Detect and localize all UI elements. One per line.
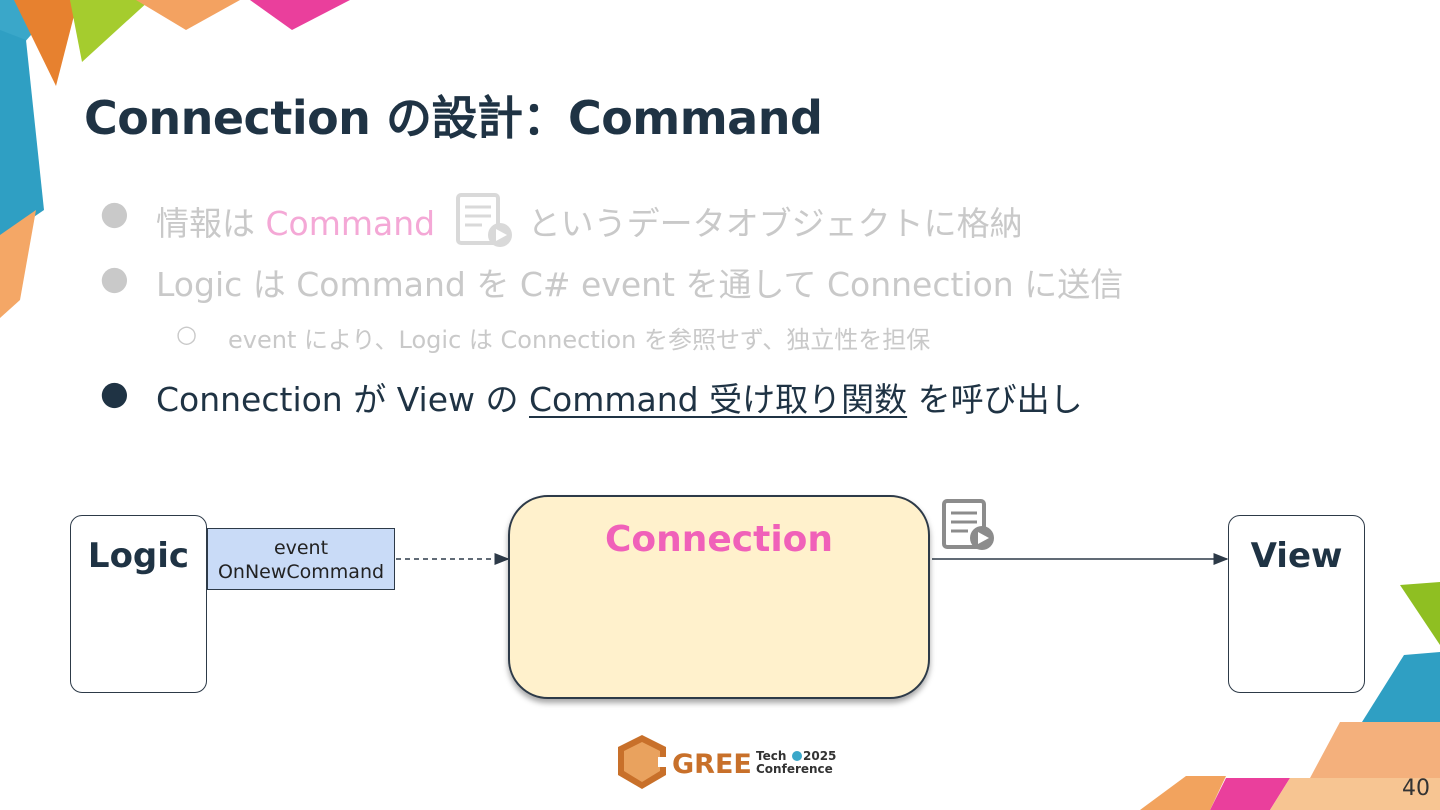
page-number: 40: [1402, 776, 1430, 801]
command-document-icon: [455, 193, 512, 247]
command-document-icon: [942, 499, 994, 550]
connection-label: Connection: [604, 519, 834, 560]
bullet-text-part: 情報は: [156, 204, 266, 243]
command-highlight: Command: [265, 204, 436, 243]
command-receiver-link[interactable]: Command 受け取り関数: [529, 380, 908, 419]
sub-bullet-text: event により、Logic は Connection を参照せず、独立性を担…: [228, 326, 931, 354]
event-keyword: event: [273, 537, 329, 559]
bullet-marker: ●: [100, 373, 129, 412]
logic-box: Logic: [70, 515, 207, 693]
slide-title: Connection の設計：Command: [84, 91, 823, 145]
svg-text:Conference: Conference: [756, 762, 833, 776]
bullet-text: 情報は Command というデータオブジェクトに格納: [156, 193, 1023, 249]
bullet-marker: ●: [100, 258, 129, 297]
bullet-text-part: というデータオブジェクトに格納: [527, 204, 1023, 243]
view-label: View: [1250, 536, 1343, 576]
bullet-text-part: Connection が View の: [156, 380, 529, 419]
connection-box: Connection: [508, 495, 930, 699]
bullet-marker: ●: [100, 193, 129, 232]
sub-bullet-marker: ○: [176, 320, 197, 348]
event-box: event OnNewCommand: [207, 528, 395, 590]
bullet-text: Logic は Command を C# event を通して Connecti…: [156, 265, 1124, 304]
svg-text:2025: 2025: [803, 749, 836, 763]
view-box: View: [1228, 515, 1365, 693]
bullet-text-part: を呼び出し: [907, 380, 1083, 419]
gree-tech-conference-logo: GREE Tech 2025 Conference: [618, 735, 836, 789]
bullet-text: Connection が View の Command 受け取り関数 を呼び出し: [156, 373, 1083, 421]
event-name: OnNewCommand: [217, 561, 385, 583]
svg-text:Tech: Tech: [756, 749, 786, 763]
svg-text:GREE: GREE: [672, 749, 752, 780]
logic-label: Logic: [87, 536, 190, 576]
